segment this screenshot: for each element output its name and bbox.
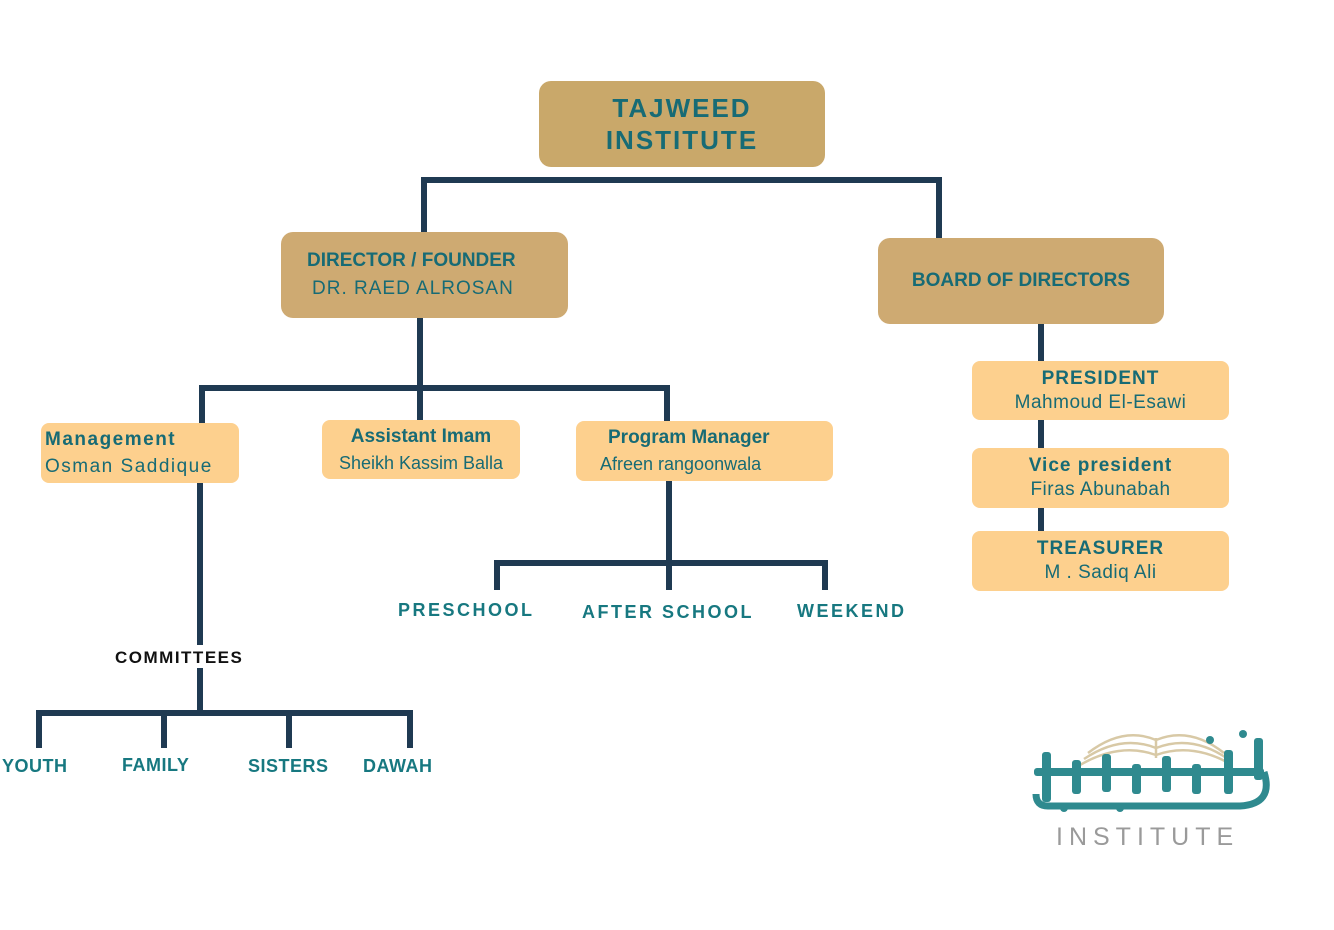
program-weekend: WEEKEND [797,601,907,621]
board-member-president: PRESIDENT Mahmoud El-Esawi [972,361,1229,420]
logo-text: INSTITUTE [1056,823,1240,851]
institute-logo: INSTITUTE [1028,708,1288,858]
root-title-line1: TAJWEED [612,92,752,123]
committees-connector [36,668,413,748]
management-title: Management [45,428,177,450]
program-manager-connector [494,481,828,590]
treasurer-role: TREASURER [1036,538,1165,560]
committee-youth: YOUTH [2,756,68,776]
director-name: DR. RAED ALROSAN [312,278,514,299]
committee-sisters: SISTERS [248,756,329,776]
root-node: TAJWEED INSTITUTE [539,81,825,167]
root-title-line2: INSTITUTE [605,125,759,155]
program-manager-node: Program Manager Afreen rangoonwala [576,421,833,481]
director-title: DIRECTOR / FOUNDER [307,250,516,272]
director-node: DIRECTOR / FOUNDER DR. RAED ALROSAN [281,232,568,318]
program-preschool: PRESCHOOL [398,600,535,620]
board-member-vice-president: Vice president Firas Abunabah [972,448,1229,508]
open-book-icon [1032,730,1270,812]
program-after-school: AFTER SCHOOL [582,602,754,622]
committee-family: FAMILY [122,755,190,775]
management-node: Management Osman Saddique [41,423,239,483]
assistant-imam-node: Assistant Imam Sheikh Kassim Balla [322,420,520,479]
committees-title: COMMITTEES [115,648,244,667]
board-member-treasurer: TREASURER M . Sadiq Ali [972,531,1229,591]
assistant-imam-title: Assistant Imam [350,425,492,447]
president-name: Mahmoud El-Esawi [1014,391,1187,413]
assistant-imam-name: Sheikh Kassim Balla [338,452,504,473]
program-manager-name: Afreen rangoonwala [600,454,762,475]
vice-president-name: Firas Abunabah [1030,479,1171,500]
vice-president-role: Vice president [1028,455,1173,477]
committee-dawah: DAWAH [363,756,433,776]
program-manager-title: Program Manager [608,427,770,449]
director-connector [199,318,670,423]
board-title: BOARD OF DIRECTORS [911,270,1131,292]
board-node: BOARD OF DIRECTORS [878,238,1164,324]
root-connector [421,177,942,238]
treasurer-name: M . Sadiq Ali [1044,562,1157,583]
president-role: PRESIDENT [1041,367,1160,389]
management-name: Osman Saddique [45,455,213,477]
